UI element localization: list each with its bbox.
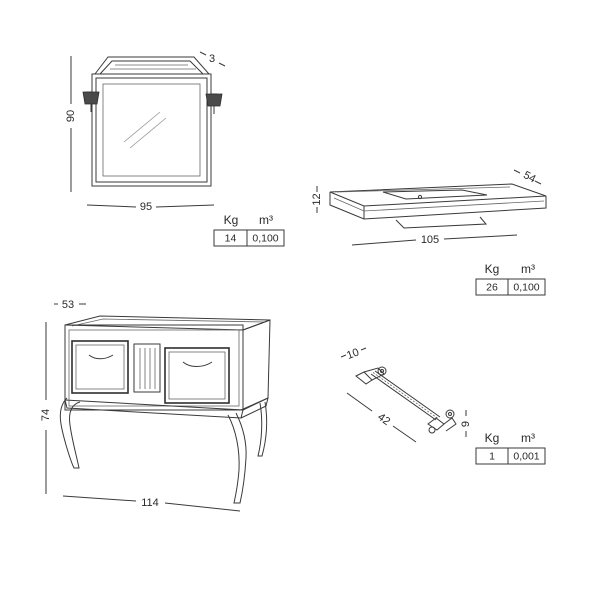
- right-drawer: [164, 347, 230, 404]
- left-drawer: [71, 340, 129, 394]
- towel-bar-depth-label: 10: [345, 346, 361, 361]
- cabinet-height-label: 74: [40, 409, 52, 421]
- mirror-width-label: 95: [140, 201, 152, 213]
- mirror-height-label: 90: [65, 110, 77, 122]
- towel-bar-weight-header: Kg: [485, 431, 500, 445]
- towel-bar-left-bracket-icon: [355, 366, 387, 385]
- center-fluted-panel: [133, 343, 161, 393]
- mirror-drawing: [82, 56, 223, 187]
- washbasin-depth-label: 54: [521, 169, 537, 185]
- towel-bar-height-dimension: 9: [460, 410, 472, 437]
- cabinet-width-dimension: 114: [62, 495, 241, 512]
- cabinet-drawing: [59, 315, 271, 504]
- washbasin-height-dimension: 12: [311, 186, 323, 213]
- towel-bar-length-label: 42: [375, 411, 392, 428]
- mirror-volume-value: 0,100: [252, 232, 278, 244]
- towel-bar-right-bracket-icon: [427, 409, 457, 434]
- mirror-volume-header: m³: [259, 213, 273, 227]
- washbasin-volume-header: m³: [521, 262, 535, 276]
- mirror-weight-header: Kg: [224, 213, 239, 227]
- washbasin-volume-value: 0,100: [513, 281, 539, 293]
- washbasin-weight-header: Kg: [485, 262, 500, 276]
- left-lamp-icon: [82, 91, 100, 112]
- mirror-spec-table: Kg m³ 14 0,100: [213, 213, 285, 247]
- mirror-weight-value: 14: [225, 232, 237, 244]
- towel-bar-drawing: [355, 366, 457, 434]
- washbasin-width-dimension: 105: [351, 234, 518, 246]
- mirror-depth-label: 3: [209, 53, 215, 65]
- right-drawer-handle-icon: [182, 361, 213, 367]
- washbasin-drawing: [329, 183, 547, 229]
- mirror-width-dimension: 95: [86, 201, 215, 213]
- cabinet-depth-label: 53: [62, 299, 74, 311]
- washbasin-weight-value: 26: [486, 281, 498, 293]
- cabinet-width-label: 114: [141, 497, 159, 509]
- towel-bar-depth-dimension: 10: [340, 346, 367, 362]
- right-lamp-icon: [205, 93, 223, 114]
- left-drawer-handle-icon: [88, 354, 114, 360]
- cabinet-height-dimension: 74: [40, 322, 52, 494]
- washbasin-height-label: 12: [311, 193, 323, 205]
- towel-bar-spec-table: Kg m³ 1 0,001: [475, 431, 546, 465]
- towel-bar-volume-header: m³: [521, 431, 535, 445]
- washbasin-depth-dimension: 54: [513, 169, 542, 186]
- towel-bar-weight-value: 1: [489, 450, 495, 462]
- washbasin-spec-table: Kg m³ 26 0,100: [475, 262, 546, 296]
- towel-bar-volume-value: 0,001: [513, 450, 539, 462]
- cabinet-depth-dimension: 53: [54, 299, 86, 311]
- washbasin-width-label: 105: [421, 234, 439, 246]
- mirror-height-dimension: 90: [65, 56, 77, 192]
- mirror-depth-dimension: 3: [199, 51, 226, 67]
- towel-bar-length-dimension: 42: [346, 392, 417, 443]
- towel-bar-height-label: 9: [460, 421, 472, 427]
